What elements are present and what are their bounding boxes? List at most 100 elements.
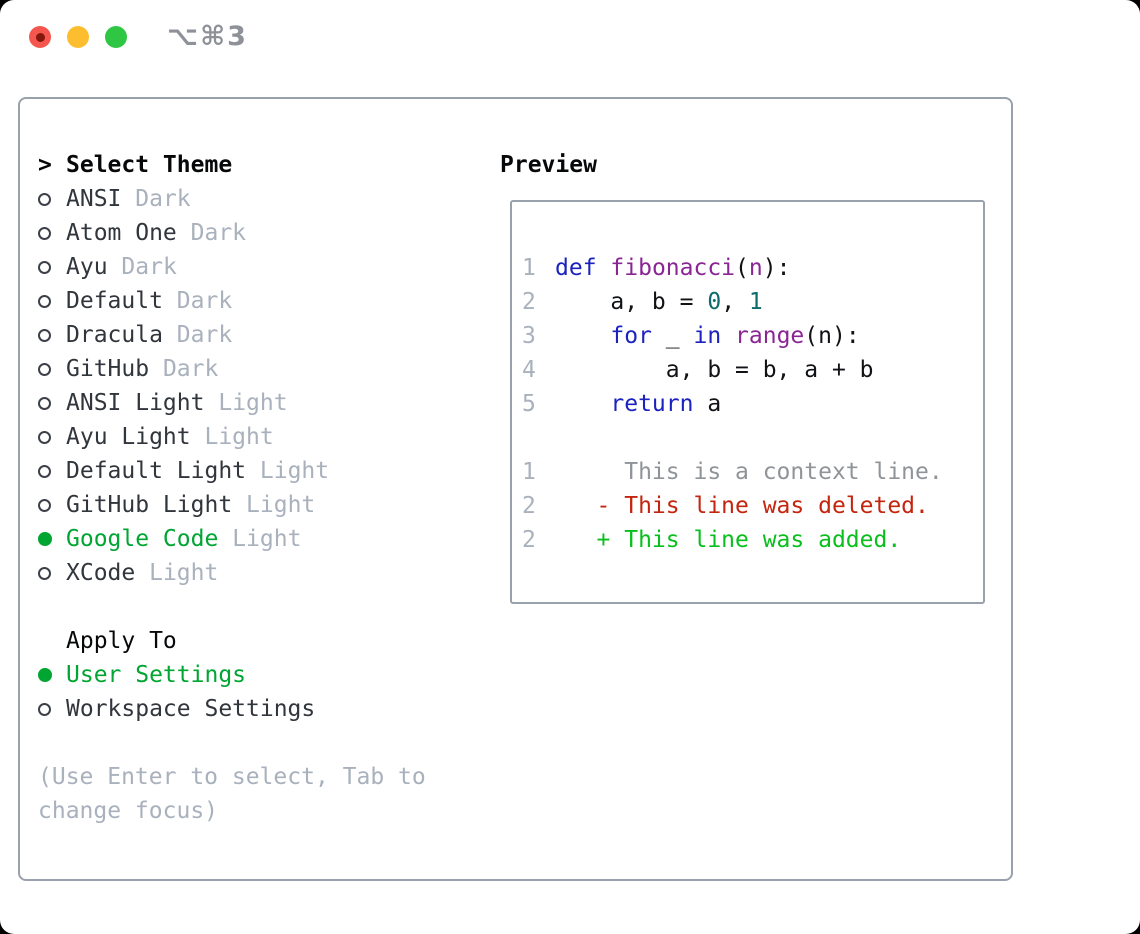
spacer [38,590,426,624]
theme-variant-label: Light [204,424,274,450]
theme-name: Google Code [66,526,219,552]
radio-icon [38,192,51,206]
radio-icon [38,294,51,308]
theme-variant-label: Light [246,492,316,518]
theme-variant-label: Dark [121,254,177,280]
preview-title: Preview [500,152,597,178]
code-segment-add: + This line was added. [555,527,902,553]
zoom-button[interactable] [105,26,127,48]
theme-variant-label: Light [149,560,219,586]
radio-selected-icon [38,532,52,546]
code-segment-pl [555,391,610,417]
preview-line: 5 return a [522,387,943,421]
code-segment-kw: return [610,391,694,417]
code-segment-kw: for [610,323,652,349]
radio-icon [38,362,51,376]
code-segment-del: - This line was deleted. [555,493,929,519]
theme-name: Dracula [66,322,163,348]
theme-variant-label: Dark [162,356,219,382]
radio-icon [38,430,51,444]
theme-item-google-code[interactable]: Google Code Light [38,522,426,556]
line-number: 5 [522,391,536,417]
theme-item-ansi-light[interactable]: ANSI Light Light [38,386,426,420]
select-theme-title: Select Theme [66,152,233,178]
code-segment-pl [721,323,735,349]
radio-icon [38,702,51,716]
theme-item-github[interactable]: GitHub Dark [38,352,426,386]
code-segment-num: 1 [748,289,763,315]
theme-name: GitHub [66,356,150,382]
theme-item-ansi[interactable]: ANSI Dark [38,182,426,216]
theme-item-ayu[interactable]: Ayu Dark [38,250,426,284]
apply-option-user-settings[interactable]: User Settings [38,658,426,692]
theme-item-default-light[interactable]: Default Light Light [38,454,426,488]
preview-line: 4 a, b = b, a + b [522,353,943,387]
theme-name: GitHub Light [66,492,233,518]
radio-icon [38,498,51,512]
apply-option-label: Workspace Settings [66,696,316,722]
code-segment-pl: ): [762,255,791,281]
line-number: 2 [522,289,536,315]
theme-name: Ayu Light [66,424,191,450]
code-segment-pl [597,255,611,281]
code-segment-kw: def [555,255,597,281]
code-segment-pl: ( [735,255,749,281]
code-segment-pl: a, b = b, a + b [555,357,874,383]
preview-line: 1 def fibonacci(n): [522,251,943,285]
theme-variant-label: Light [218,390,288,416]
theme-item-atom-one[interactable]: Atom One Dark [38,216,426,250]
code-segment-fn: fibonacci [610,255,736,281]
select-theme-header: > Select Theme [38,148,426,182]
radio-icon [38,464,51,478]
code-segment-pl: (n): [804,323,860,349]
radio-icon [38,566,51,580]
theme-name: Atom One [66,220,177,246]
theme-name: Default [66,288,163,314]
code-segment-fn: range [735,323,805,349]
theme-name: Ayu [66,254,108,280]
theme-variant-label: Dark [190,220,247,246]
theme-item-dracula[interactable]: Dracula Dark [38,318,426,352]
line-number: 3 [522,323,536,349]
close-button[interactable] [29,26,51,48]
apply-option-workspace-settings[interactable]: Workspace Settings [38,692,426,726]
preview-line: 2 a, b = 0, 1 [522,285,943,319]
help-text-line-1: (Use Enter to select, Tab to [38,764,426,790]
preview-line: 3 for _ in range(n): [522,319,943,353]
code-segment-kw: in [693,323,722,349]
theme-variant-label: Dark [135,186,191,212]
theme-name: Default Light [66,458,247,484]
theme-name: ANSI Light [66,390,205,416]
code-segment-pl: a, b = [555,289,708,315]
line-number: 4 [522,357,536,383]
code-segment-pl: _ [651,323,694,349]
line-number: 1 [522,459,536,485]
theme-variant-label: Dark [176,322,233,348]
code-segment-fn: n [748,255,763,281]
radio-icon [38,226,51,240]
radio-icon [38,328,51,342]
theme-item-ayu-light[interactable]: Ayu Light Light [38,420,426,454]
theme-item-default[interactable]: Default Dark [38,284,426,318]
preview-line: 2 - This line was deleted. [522,489,943,523]
minimize-button[interactable] [67,26,89,48]
code-segment-pl: , [721,289,749,315]
preview-line [522,421,943,455]
code-segment-ctx: This is a context line. [555,459,943,485]
line-number: 1 [522,255,536,281]
theme-variant-label: Light [259,458,330,484]
preview-line: 1 This is a context line. [522,455,943,489]
theme-variant-label: Dark [176,288,233,314]
spacer [38,726,426,760]
theme-name: ANSI [66,186,122,212]
window-controls [29,26,127,48]
theme-item-github-light[interactable]: GitHub Light Light [38,488,426,522]
prompt-caret: > [38,152,52,178]
theme-item-xcode[interactable]: XCode Light [38,556,426,590]
